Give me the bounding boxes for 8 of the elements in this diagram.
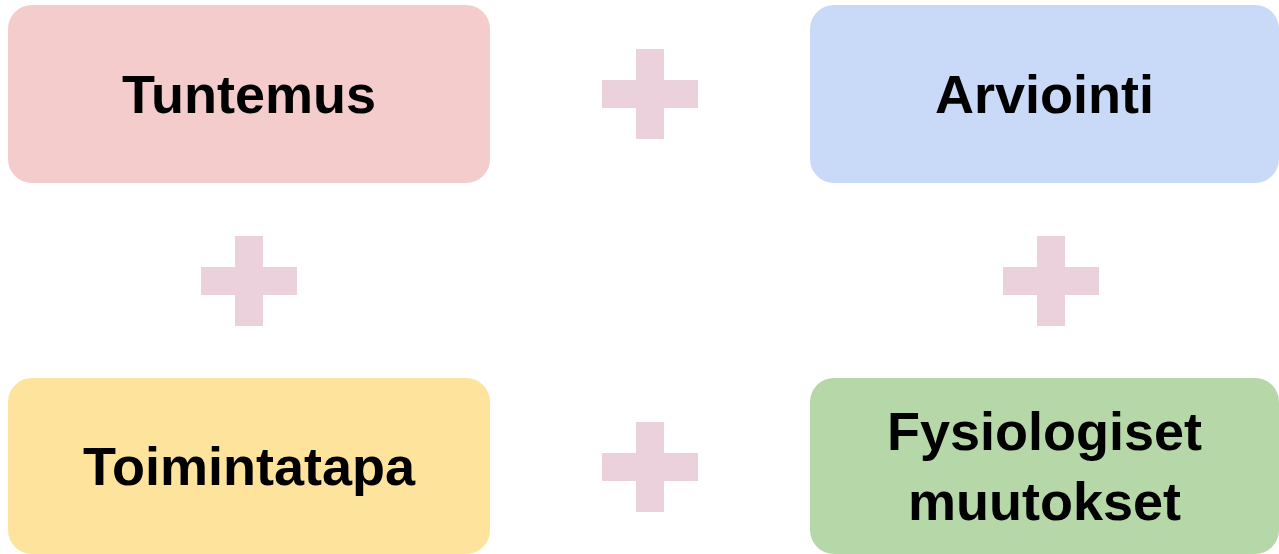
- box-label: Toimintatapa: [83, 434, 415, 498]
- rounded-box: [810, 378, 1279, 554]
- box-label: Arviointi: [935, 62, 1154, 126]
- rounded-box: [8, 378, 490, 554]
- box-label: Tuntemus: [122, 62, 376, 126]
- box-label: Fysiologiset muutokset: [885, 399, 1204, 533]
- rounded-box: [810, 5, 1279, 183]
- rounded-box: [8, 5, 490, 183]
